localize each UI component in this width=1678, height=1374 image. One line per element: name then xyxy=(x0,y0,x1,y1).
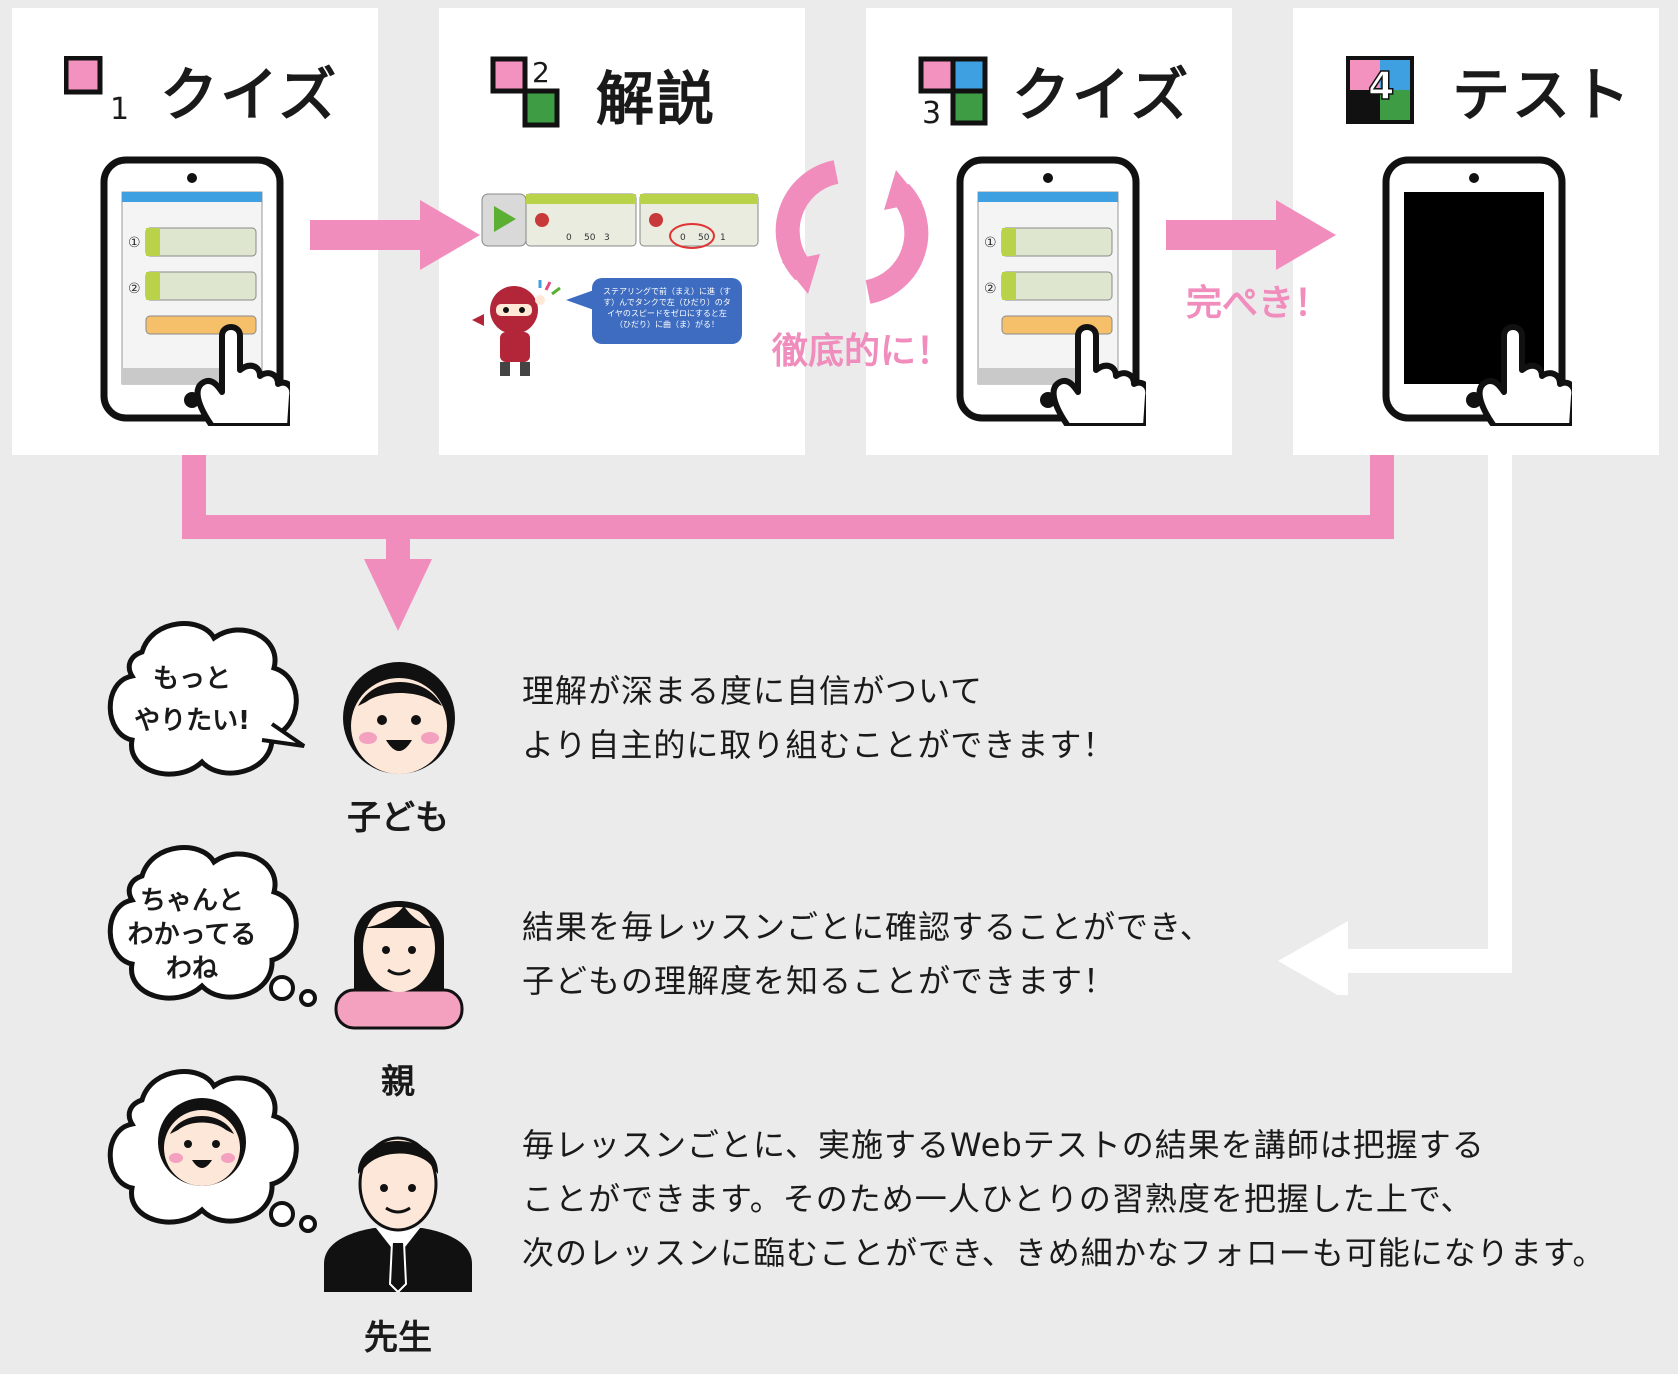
svg-text:3: 3 xyxy=(604,233,610,243)
svg-text:①: ① xyxy=(128,235,141,251)
step2-title: 解説 xyxy=(596,65,717,133)
explanation-text: ステアリングで前（まえ）に進（すす）んでタンクで左（ひだり）のタイヤのスピードを… xyxy=(603,287,731,329)
teacher-line-3: 次のレッスンに臨むことができ、きめ細かなフォローも可能になります。 xyxy=(522,1234,1606,1272)
perfect-label: 完ぺき！ xyxy=(1186,283,1331,324)
parent-label: 親 xyxy=(381,1062,415,1102)
tablet-quiz-icon: ① ② xyxy=(100,156,290,426)
arrow-right-icon xyxy=(1166,200,1336,270)
parent-bubble-line3: わね xyxy=(165,954,218,984)
parent-line-2: 子どもの理解度を知ることができます！ xyxy=(522,962,1117,1000)
explanation-speech-bubble xyxy=(592,278,742,344)
svg-text:①: ① xyxy=(984,235,997,251)
repeat-label: 徹底的に！ xyxy=(772,331,953,372)
step3-title: クイズ xyxy=(1012,61,1191,129)
step3-number: 3 xyxy=(922,96,942,131)
thought-cloud xyxy=(107,621,306,777)
thought-cloud xyxy=(107,1069,317,1233)
child-line-1: 理解が深まる度に自信がついて xyxy=(522,672,984,710)
svg-text:1: 1 xyxy=(720,233,726,243)
step1-squares-icon xyxy=(64,56,103,95)
svg-text:50: 50 xyxy=(584,233,596,243)
step1-title: クイズ xyxy=(160,61,339,129)
parent-bubble-line2: わかってる xyxy=(127,920,257,950)
step4-title: テスト xyxy=(1452,61,1633,129)
teacher-avatar xyxy=(324,1136,472,1292)
connector-arrow xyxy=(182,455,1394,631)
svg-text:0: 0 xyxy=(566,233,572,243)
teacher-label: 先生 xyxy=(364,1318,432,1358)
parent-avatar xyxy=(334,901,464,1030)
svg-text:50: 50 xyxy=(698,233,710,243)
child-label: 子ども xyxy=(347,798,449,838)
thought-cloud xyxy=(107,845,317,1007)
parent-bubble-line1: ちゃんと xyxy=(139,886,244,916)
arrow-right-icon xyxy=(310,200,480,270)
svg-text:②: ② xyxy=(128,281,141,297)
step4-squares-icon xyxy=(1346,56,1414,124)
svg-text:0: 0 xyxy=(680,233,686,243)
ninja-mascot xyxy=(472,280,561,376)
child-bubble-line1: もっと xyxy=(152,664,231,694)
step1-number: 1 xyxy=(110,92,130,127)
step2-squares-icon xyxy=(490,56,560,128)
child-avatar xyxy=(343,662,455,774)
teacher-line-1: 毎レッスンごとに、実施するWebテストの結果を講師は把握する xyxy=(522,1126,1485,1164)
tablet-blank-icon xyxy=(1382,156,1572,426)
svg-text:②: ② xyxy=(984,281,997,297)
parent-line-1: 結果を毎レッスンごとに確認することができ、 xyxy=(522,908,1213,946)
white-connector-arrow xyxy=(1278,455,1512,995)
repeat-cycle-icon xyxy=(775,160,929,304)
step3-squares-icon xyxy=(918,56,988,126)
program-blocks-icon: 0 50 3 0 50 1 xyxy=(481,193,759,249)
child-bubble-line2: やりたい! xyxy=(134,706,250,736)
teacher-line-2: ことができます。そのため一人ひとりの習熟度を把握した上で、 xyxy=(522,1180,1474,1218)
step2-number: 2 xyxy=(532,56,550,89)
tablet-quiz-icon: ① ② xyxy=(956,156,1146,426)
child-line-2: より自主的に取り組むことができます！ xyxy=(522,726,1116,764)
step4-number: 4 xyxy=(1367,63,1395,109)
child-face-icon xyxy=(158,1098,246,1186)
speech-bubble-tail xyxy=(566,290,594,310)
